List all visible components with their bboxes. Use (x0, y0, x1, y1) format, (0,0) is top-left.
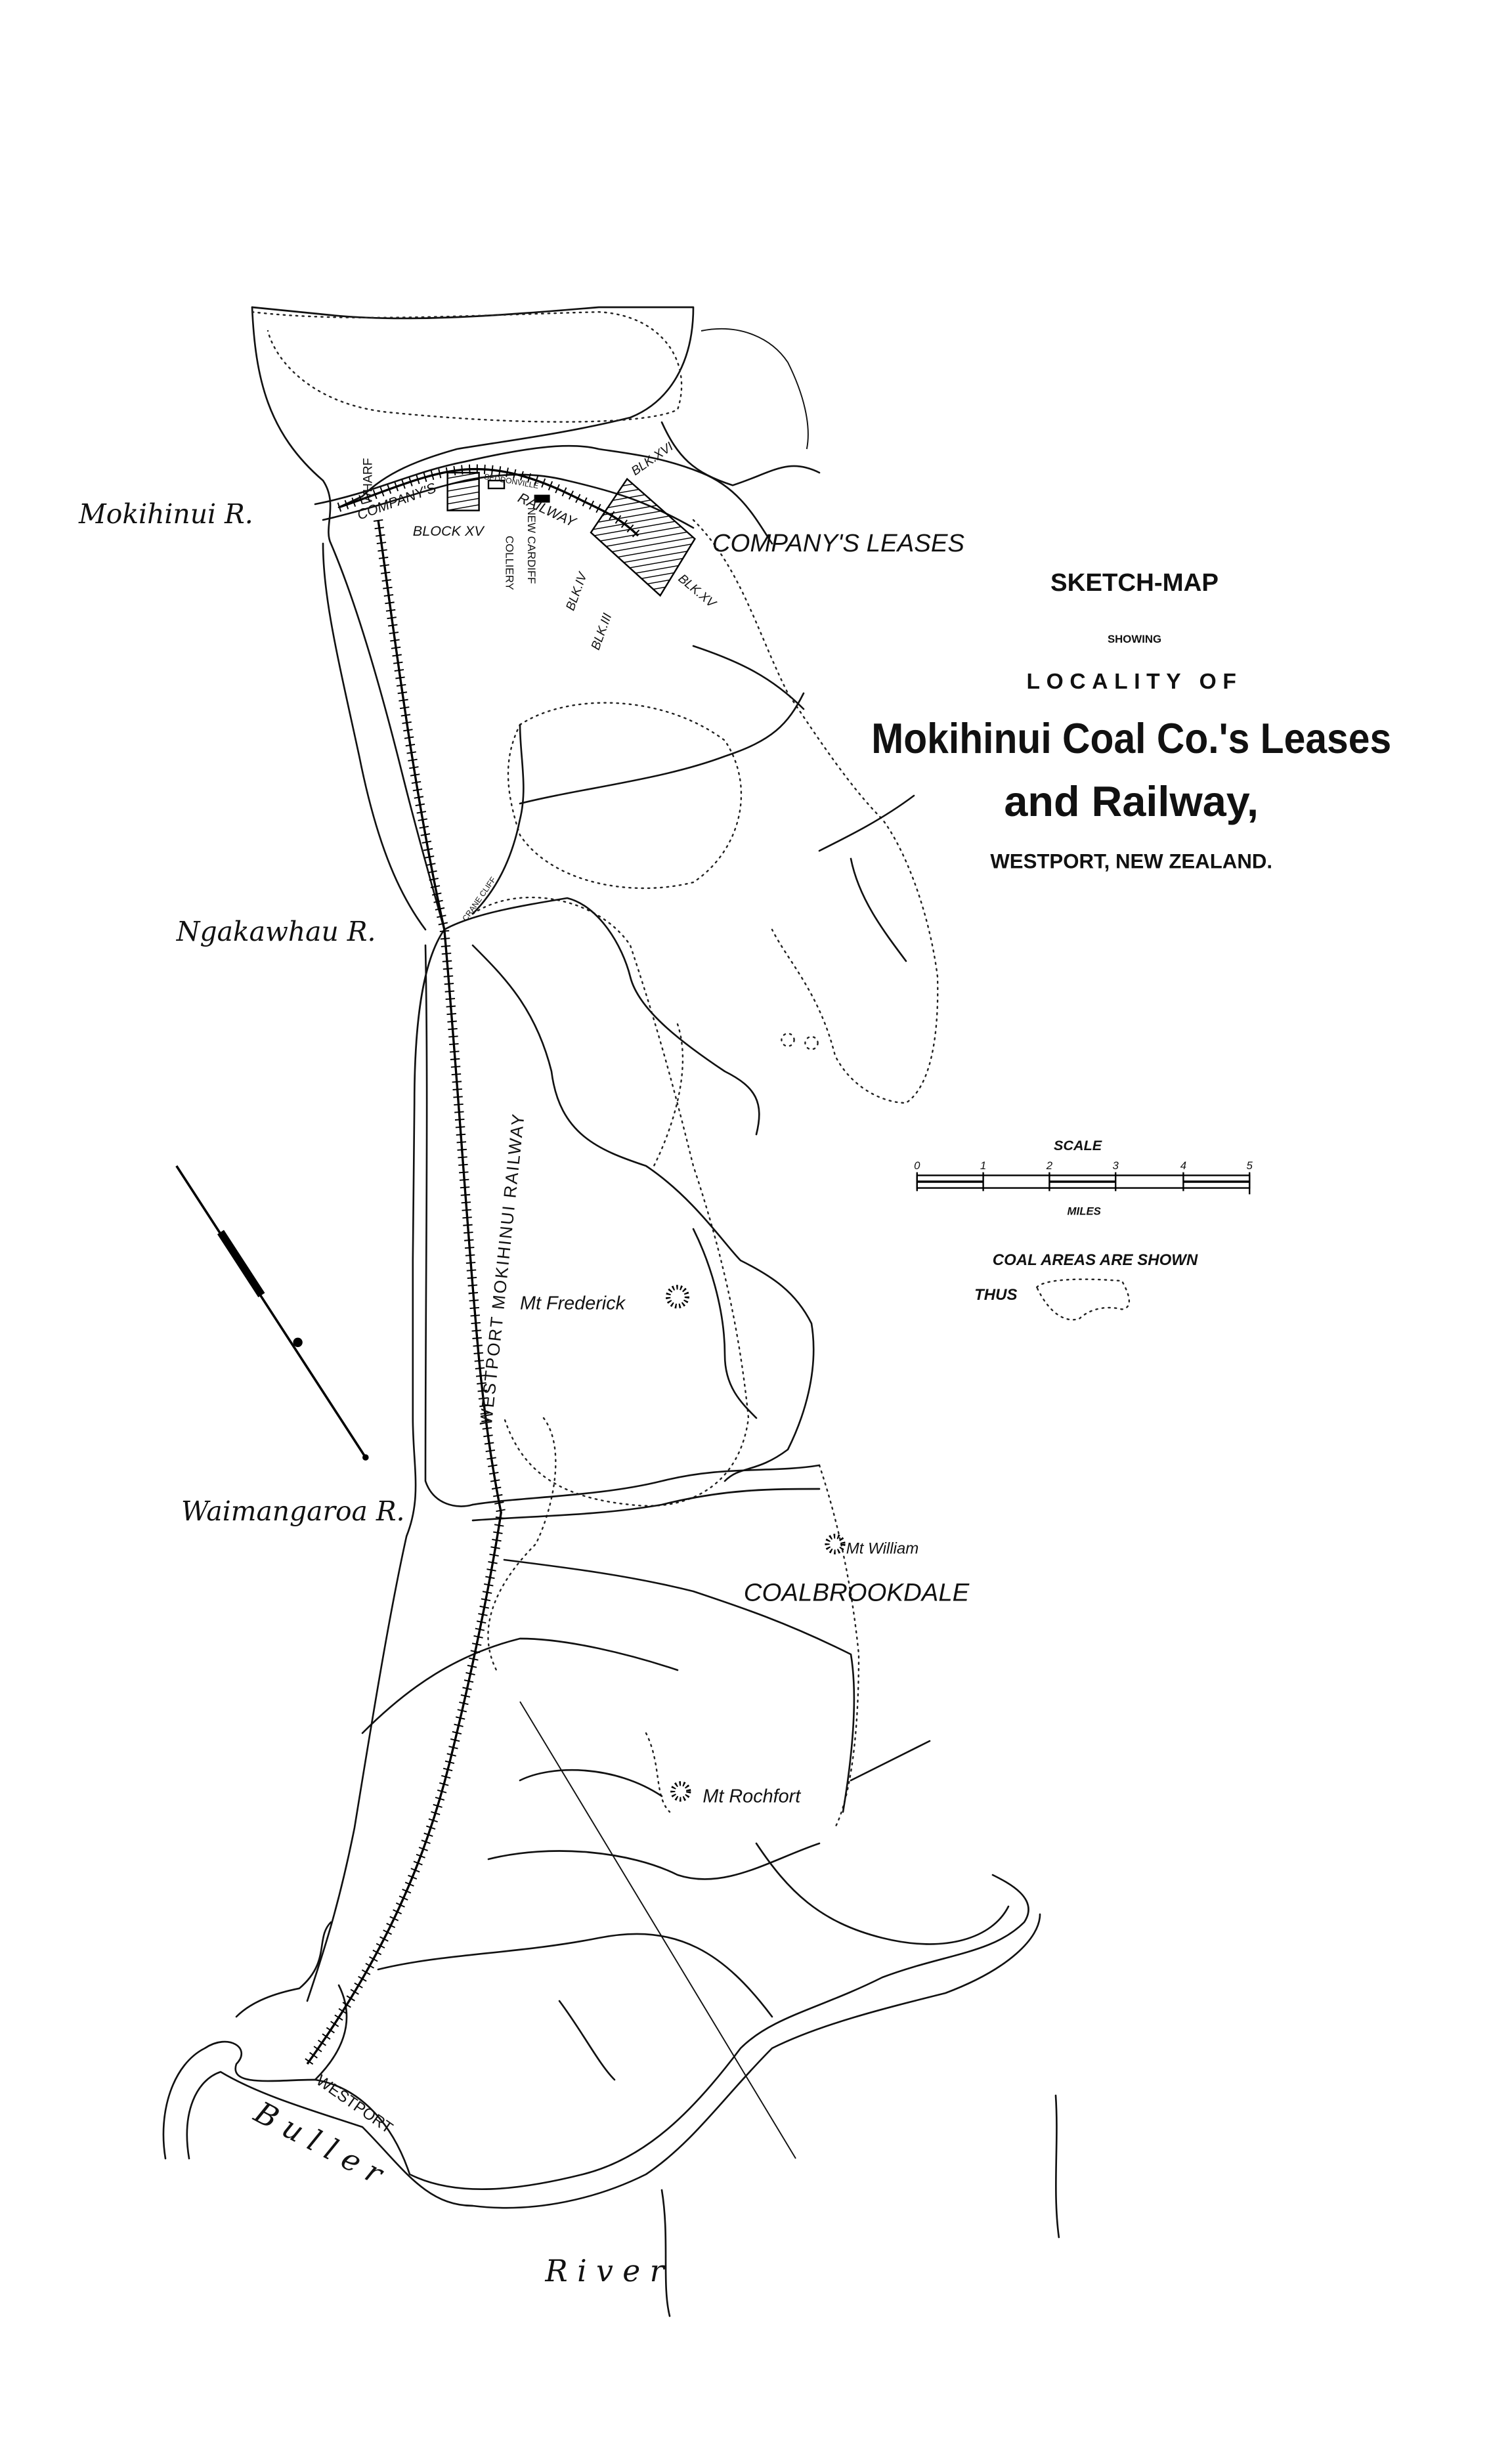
block-xv-label: BLOCK XV (413, 523, 486, 539)
scale-bar: SCALE 0 1 2 3 4 5 MILES (914, 1137, 1253, 1217)
river-branch (850, 1740, 931, 1782)
mokihinui-river-label: Mokihinui R. (78, 498, 253, 530)
new-cardiff-label: NEW CARDIFF (525, 507, 538, 584)
ngakawhau-river (443, 897, 760, 1136)
coal-area-small (804, 1036, 819, 1050)
buller-river-north-bank (162, 1874, 1029, 2191)
waimangaroa-river-label: Waimangaroa R. (181, 1495, 405, 1527)
title-sketch-map: SKETCH-MAP (1050, 569, 1219, 597)
coal-area-boundary (818, 1464, 860, 1829)
mt-rochfort-peak-icon (670, 1781, 691, 1802)
blk-xv-label: BLK.XV (676, 572, 720, 612)
coal-area-small (781, 1033, 795, 1047)
river-branch (471, 723, 525, 915)
scale-title: SCALE (1054, 1137, 1102, 1153)
coal-area-boundary (487, 1417, 557, 1671)
railway-ticks (303, 519, 506, 2067)
river-branch (361, 1637, 679, 1734)
title-main-line1: Mokihinui Coal Co.'s Leases (871, 714, 1391, 762)
coastline (251, 306, 446, 2002)
mt-william-label: Mt William (846, 1539, 918, 1557)
river-branch (519, 692, 805, 805)
river-branch (377, 1933, 773, 2018)
companys-leases-label: COMPANY'S LEASES (712, 529, 965, 557)
colliery-label: COLLIERY (503, 536, 515, 590)
river-branch (701, 328, 809, 450)
stream (1054, 2094, 1060, 2239)
coal-area-boundary (645, 1732, 671, 1813)
mt-rochfort-label: Mt Rochfort (702, 1786, 801, 1807)
blk-xvi-label: BLK.XVI (629, 440, 676, 479)
railway-branch-ticks (337, 464, 642, 540)
scale-tick-label: 4 (1180, 1159, 1186, 1172)
legend-text: COAL AREAS ARE SHOWN (993, 1251, 1198, 1269)
colliery-marker (534, 494, 550, 503)
wharf-label: WHARF (361, 458, 375, 504)
scale-tick-label: 2 (1046, 1159, 1053, 1172)
coal-area-boundary (653, 1023, 684, 1167)
blk-iv-label: BLK.IV (564, 570, 591, 612)
legend-thus: THUS (974, 1286, 1017, 1304)
lagoon-line (424, 944, 474, 1507)
coal-area-boundary (692, 519, 939, 1104)
river-branch (487, 1842, 821, 1880)
river-branch (235, 1921, 332, 2018)
coal-area-boundary (251, 311, 683, 423)
scale-tick-label: 5 (1247, 1159, 1253, 1172)
company-leases-block (590, 477, 696, 597)
ngakawhau-river-label: Ngakawhau R. (176, 916, 376, 947)
waimangaroa-river-bank (471, 1488, 821, 1522)
north-coast (251, 306, 695, 509)
river-branch (692, 645, 805, 710)
scale-unit: MILES (1068, 1205, 1102, 1217)
river-branch (314, 1984, 348, 2081)
beach-inner (322, 542, 427, 931)
survey-line (519, 1701, 796, 2159)
title-showing: SHOWING (1108, 633, 1161, 645)
scale-tick-label: 3 (1113, 1159, 1119, 1172)
blk-iii-label: BLK.III (589, 611, 615, 652)
river-branch (660, 421, 821, 486)
river-branch (558, 2000, 616, 2081)
river-branch (755, 1842, 1010, 1945)
coalbrookdale-label: COALBROOKDALE (744, 1578, 970, 1606)
legend-coal-area-sample (1035, 1278, 1131, 1321)
block-xv-lease (446, 471, 480, 511)
railway-line (306, 519, 502, 2065)
river-branch (519, 1769, 663, 1797)
railway-name-label: WESTPORT MOKIHINUI RAILWAY (476, 1111, 529, 1426)
waimangaroa-river (471, 1464, 821, 1506)
river-branch (692, 1228, 758, 1419)
mokihinui-river (314, 444, 773, 545)
buller-river-south-bank (186, 1913, 1041, 2209)
coal-area-boundary (471, 896, 750, 1507)
river-branch (471, 944, 815, 1482)
title-main-line2: and Railway, (1004, 777, 1259, 825)
title-locality-of: LOCALITY OF (1027, 670, 1243, 694)
coal-area-boundary (507, 702, 743, 890)
mt-frederick-peak-icon (666, 1285, 690, 1309)
title-location: WESTPORT, NEW ZEALAND. (990, 849, 1272, 872)
scale-tick-label: 0 (914, 1159, 920, 1172)
seddonville-marker (487, 479, 506, 490)
stream (660, 2189, 671, 2317)
river-label: River (544, 2254, 673, 2289)
river-branch (850, 857, 907, 962)
compass-needle (175, 1165, 369, 1461)
river-branch (818, 794, 915, 852)
river-branch (503, 1558, 855, 1813)
scale-tick-label: 1 (980, 1159, 986, 1172)
mt-frederick-label: Mt Frederick (520, 1293, 626, 1314)
